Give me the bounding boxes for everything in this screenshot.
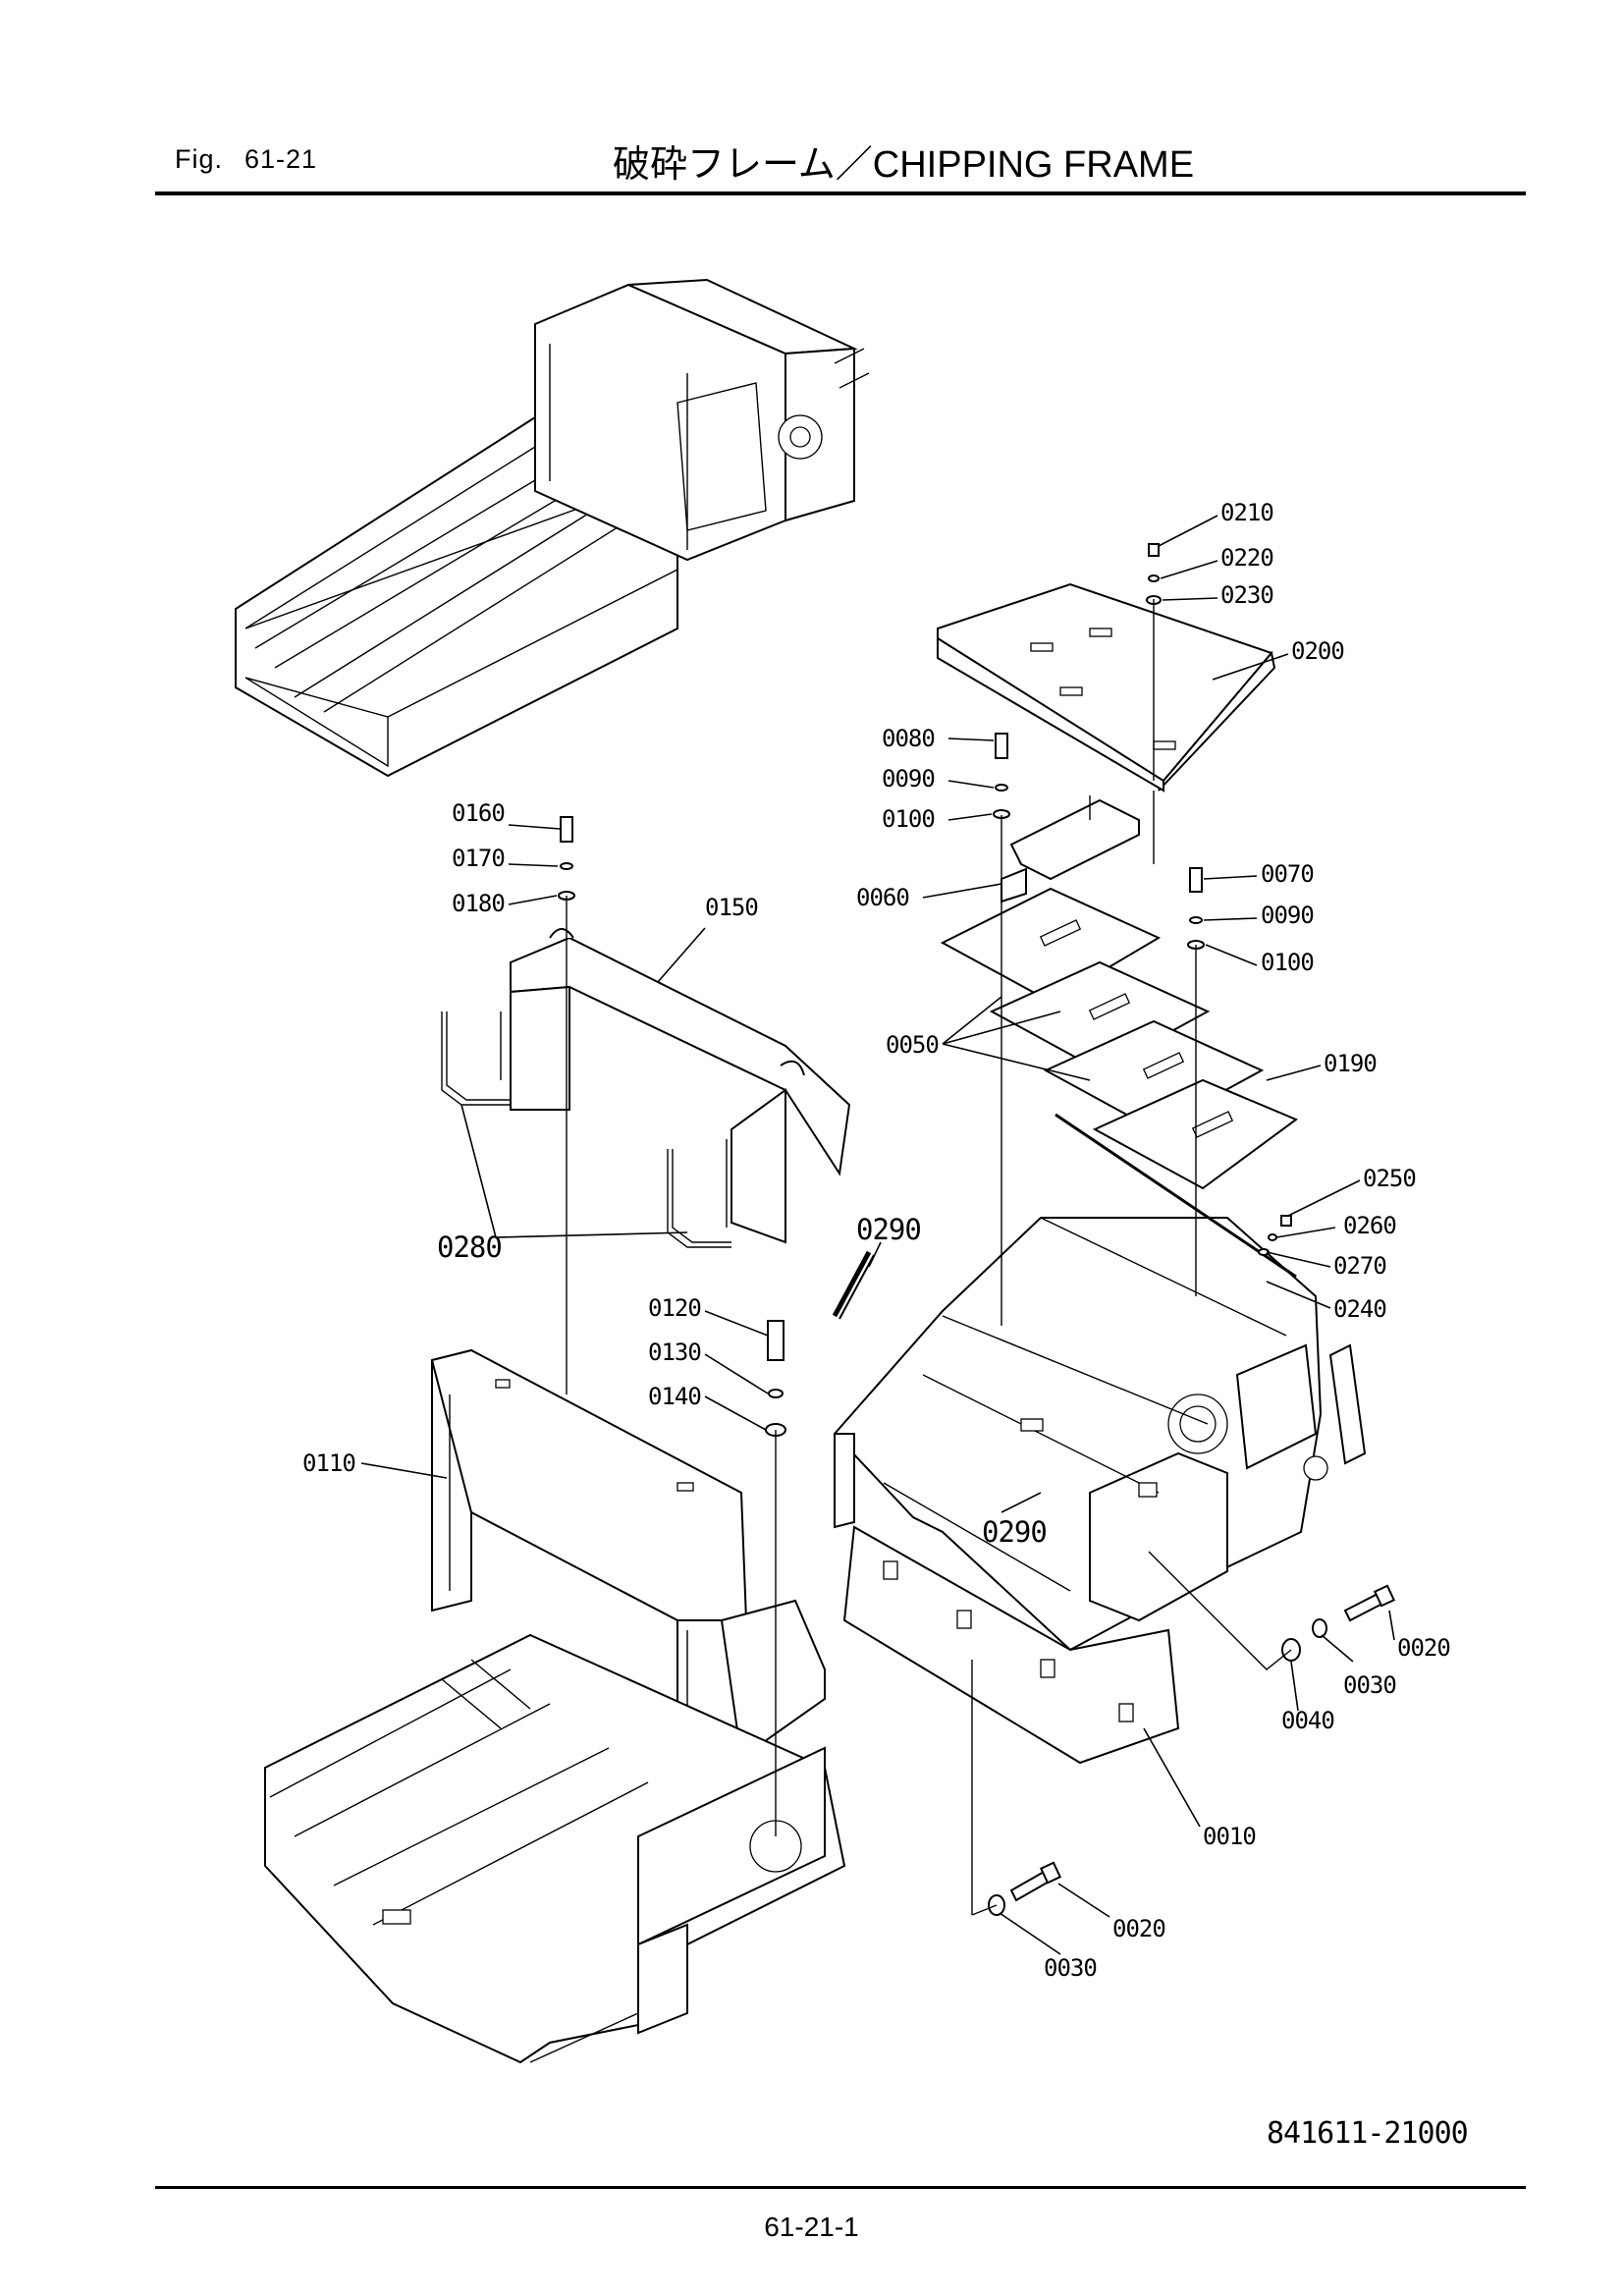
callout-0090-left: 0090 <box>882 765 935 793</box>
callout-0070: 0070 <box>1261 860 1314 888</box>
part-0200-cover-plate <box>937 582 1276 793</box>
header-rule <box>155 191 1526 195</box>
callout-0210: 0210 <box>1220 499 1273 526</box>
footer-rule <box>155 2186 1526 2189</box>
part-0280-seals <box>441 1011 731 1248</box>
callout-0200: 0200 <box>1291 637 1344 665</box>
part-0110-frame <box>431 1348 826 1760</box>
callout-0100-left: 0100 <box>882 805 935 833</box>
callout-0170: 0170 <box>452 845 505 872</box>
callout-0060: 0060 <box>856 884 909 911</box>
callout-0030-bottom: 0030 <box>1044 1954 1097 1982</box>
callout-0270: 0270 <box>1333 1252 1386 1280</box>
callout-0230: 0230 <box>1220 581 1273 609</box>
callout-0190: 0190 <box>1324 1050 1377 1077</box>
page-number: 61-21-1 <box>764 2212 859 2242</box>
part-0060-bracket <box>1001 795 1140 903</box>
base-chassis <box>264 1633 846 2064</box>
callout-0080: 0080 <box>882 725 935 752</box>
callout-0290-lower: 0290 <box>982 1515 1047 1549</box>
callout-0250: 0250 <box>1363 1165 1416 1192</box>
callout-labels: 0210 0220 0230 0200 0080 0090 0100 0060 … <box>302 499 1451 1982</box>
assembly-overview <box>235 278 870 778</box>
callout-0010: 0010 <box>1203 1823 1256 1850</box>
alignment-lines <box>566 599 1292 1916</box>
callout-0050: 0050 <box>886 1031 939 1059</box>
figure-prefix: Fig. <box>175 144 224 174</box>
callout-0150: 0150 <box>705 894 758 921</box>
callout-0120: 0120 <box>648 1294 701 1322</box>
figure-label: Fig. 61-21 <box>175 144 317 175</box>
callout-0100-right: 0100 <box>1261 949 1314 976</box>
callout-0180: 0180 <box>452 890 505 917</box>
parts-0240-0290 <box>832 1113 1297 1320</box>
callout-0160: 0160 <box>452 799 505 827</box>
callout-0030-right: 0030 <box>1343 1671 1396 1699</box>
callout-0110: 0110 <box>302 1449 355 1477</box>
figure-number: 61-21 <box>244 144 318 174</box>
part-0150-cover <box>500 928 851 1244</box>
leader-lines <box>360 515 1395 1955</box>
parts-0050-0190-blades <box>940 887 1299 1190</box>
drawing-number: 841611-21000 <box>1267 2116 1469 2151</box>
callout-0220: 0220 <box>1220 544 1273 572</box>
fasteners <box>558 543 1396 1916</box>
callout-0020-right: 0020 <box>1397 1634 1450 1662</box>
callout-0130: 0130 <box>648 1339 701 1366</box>
callout-0290-top: 0290 <box>856 1213 921 1246</box>
callout-0280: 0280 <box>437 1230 502 1264</box>
page-title: 破砕フレーム／CHIPPING FRAME <box>612 144 1195 186</box>
callout-0040: 0040 <box>1281 1707 1334 1734</box>
callout-0240: 0240 <box>1333 1295 1386 1323</box>
callout-0260: 0260 <box>1343 1212 1396 1239</box>
part-0010-main-frame <box>833 1217 1367 1765</box>
callout-0140: 0140 <box>648 1383 701 1410</box>
callout-0090-right: 0090 <box>1261 902 1314 929</box>
callout-0020-bottom: 0020 <box>1112 1915 1165 1942</box>
